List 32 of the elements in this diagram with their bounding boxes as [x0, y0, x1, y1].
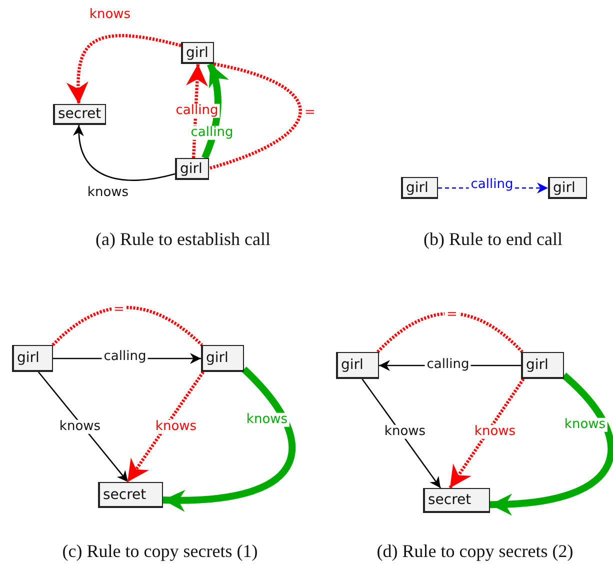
- connector-line: [208, 62, 302, 170]
- node-box: girl: [521, 352, 564, 379]
- node-box: girl: [336, 352, 379, 379]
- arrow: [38, 372, 128, 482]
- node-box: girl: [401, 177, 438, 199]
- node-box: girl: [201, 345, 244, 372]
- node-box: secret: [53, 104, 106, 125]
- node-box: girl: [12, 345, 53, 372]
- arrow: [448, 378, 525, 489]
- edge-label: calling: [102, 350, 148, 364]
- connector-line: [376, 312, 524, 354]
- arrow: [66, 34, 182, 104]
- figure-caption: (c) Rule to copy secrets (1): [62, 541, 258, 562]
- edge-label: calling: [174, 104, 220, 118]
- node-box: girl: [181, 42, 214, 64]
- figure-caption: (a) Rule to establish call: [96, 229, 270, 250]
- arrow: [126, 371, 205, 483]
- arrow: [186, 64, 208, 158]
- node-box: secret: [98, 482, 163, 508]
- edge-label: calling: [188, 126, 236, 140]
- node-box: secret: [423, 488, 490, 513]
- arrow: [74, 124, 176, 181]
- node-box: girl: [175, 158, 209, 180]
- connector-line: [52, 306, 203, 346]
- arrow: [162, 366, 296, 511]
- edge-label: calling: [424, 358, 472, 372]
- edge-label: calling: [468, 178, 516, 192]
- node-box: girl: [548, 177, 587, 199]
- arrow: [202, 62, 228, 160]
- figure-caption: (d) Rule to copy secrets (2): [376, 541, 574, 562]
- figure-caption: (b) Rule to end call: [424, 229, 562, 250]
- arrow: [490, 372, 613, 515]
